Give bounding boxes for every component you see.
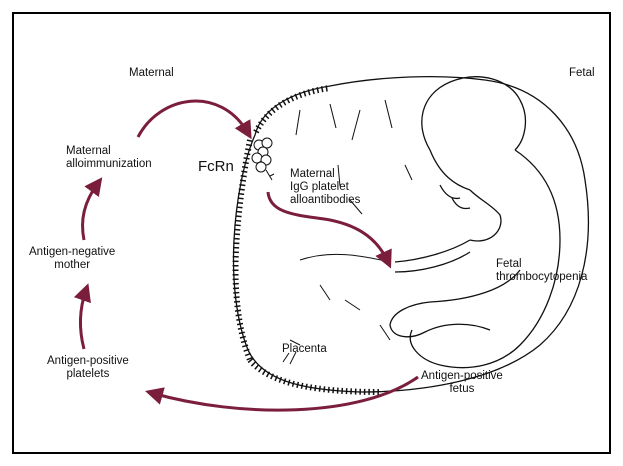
fcrn-label: FcRn bbox=[198, 158, 234, 175]
arrow-to-fcrn bbox=[138, 101, 248, 137]
fetus-drawing bbox=[390, 77, 560, 368]
placenta-texture bbox=[283, 100, 412, 364]
maternal-igg-label: Maternal IgG platelet alloantibodies bbox=[290, 168, 360, 207]
maternal-label: Maternal bbox=[129, 67, 174, 80]
placenta-label: Placenta bbox=[282, 343, 327, 356]
antigen-positive-platelets-label: Antigen-positive platelets bbox=[47, 355, 129, 381]
fcrn-receptor-icon bbox=[252, 138, 274, 180]
fetal-label: Fetal bbox=[569, 67, 595, 80]
arrow-mother-to-alloimmunization bbox=[83, 183, 98, 240]
fetal-thrombocytopenia-label: Fetal thrombocytopenia bbox=[496, 258, 587, 284]
arrow-platelets-to-mother bbox=[80, 290, 86, 349]
maternal-alloimmunization-label: Maternal alloimmunization bbox=[66, 145, 152, 171]
antigen-positive-fetus-label: Antigen-positive fetus bbox=[421, 370, 503, 396]
antigen-negative-mother-label: Antigen-negative mother bbox=[29, 246, 115, 272]
